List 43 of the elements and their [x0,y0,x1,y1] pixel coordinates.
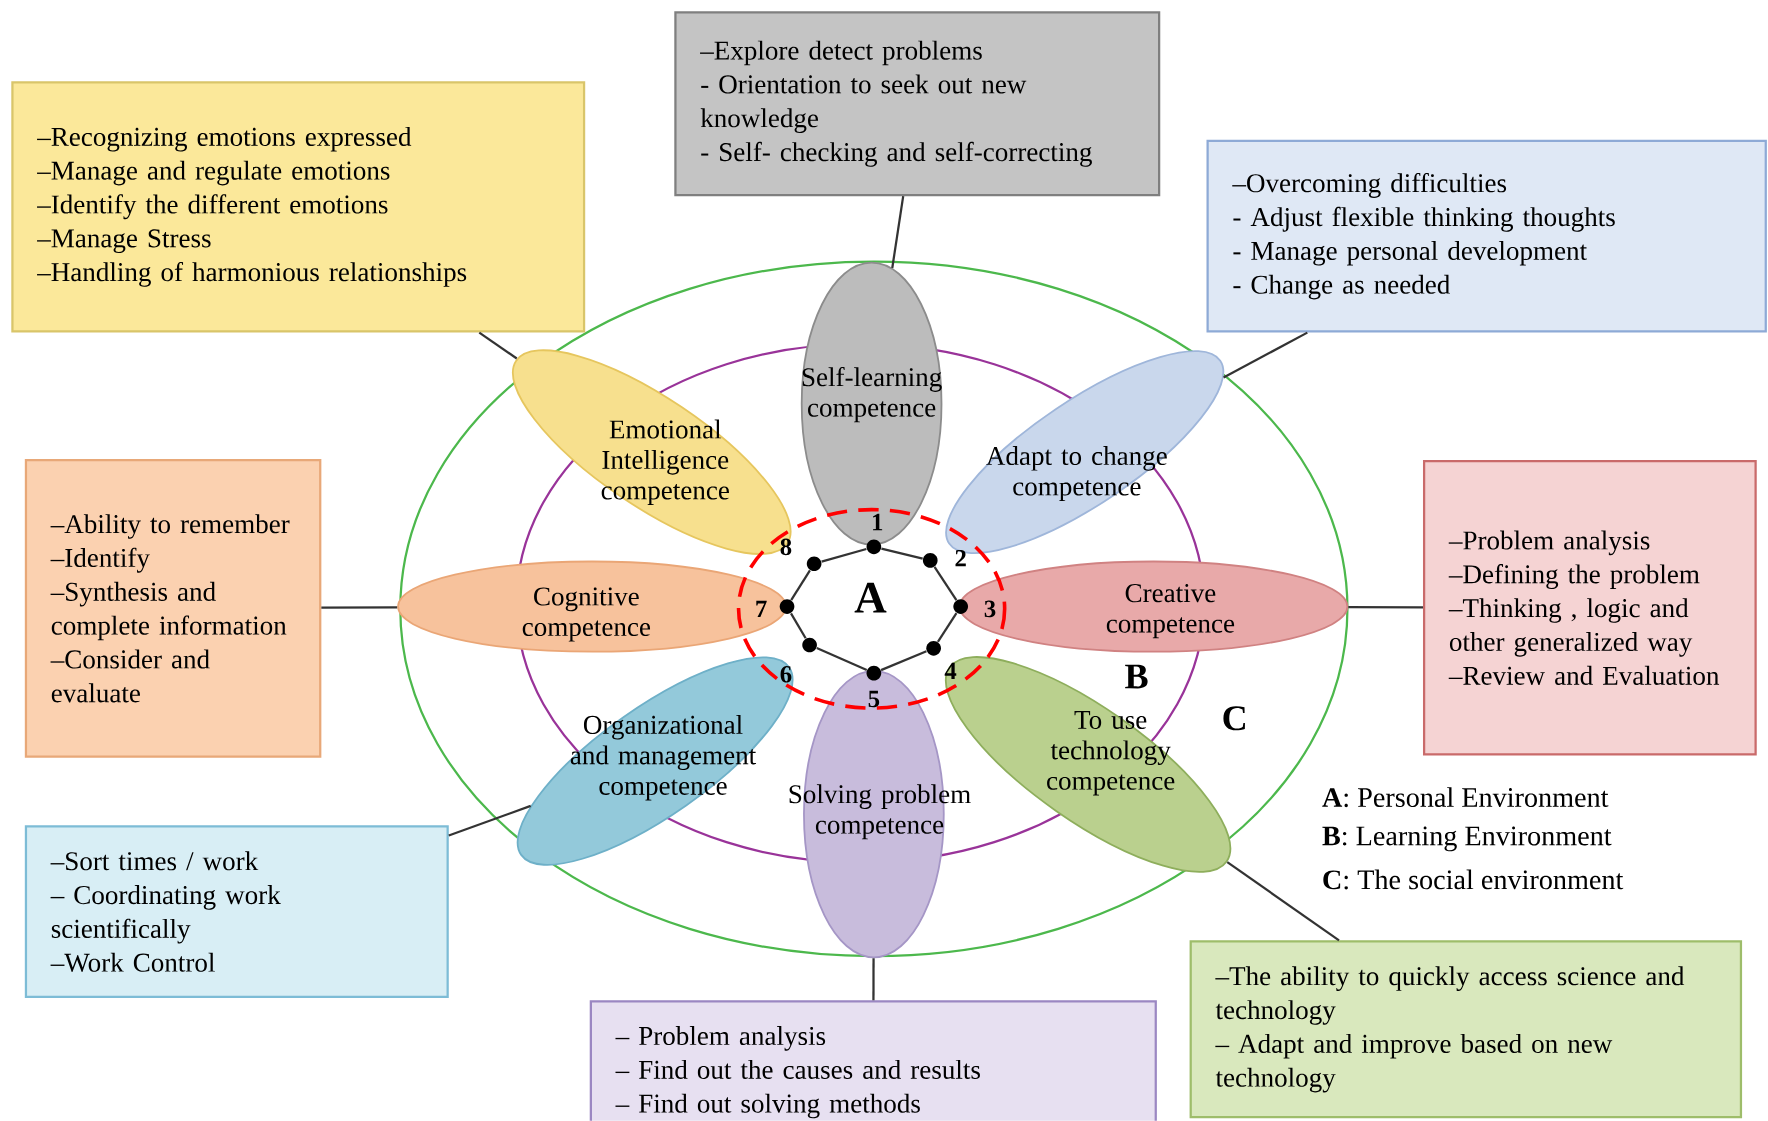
dot [926,641,941,656]
callout-box: –The ability to quickly access science and technology – Adapt and improve based on new technology [1189,940,1743,1119]
dot [922,553,938,568]
number-label: 4 [944,662,957,680]
number-label: 1 [873,513,883,531]
callout-box: –Sort times / work – Coordinating work scientifically –Work Control [24,825,449,998]
letter-label: C [1223,706,1245,731]
connector-line [933,566,958,601]
connector-line [881,547,923,560]
legend-text: C: The social environment [1323,869,1624,890]
dot [866,539,882,555]
dot [802,637,817,653]
leader-line [478,331,518,360]
callout-box: –Explore detect problems - Orientation to seek out new knowledge - Self- checking and self-correcting [674,11,1161,197]
leader-line [321,606,398,609]
legend-text: B: Learning Environment [1322,826,1612,852]
dot [779,599,795,615]
number-label: 5 [868,690,880,708]
leader-line [1226,861,1340,942]
letter-label: A [854,582,887,613]
connector-line [880,650,927,672]
callout-box: –Recognizing emotions expressed –Manage and regulate emotions –Identify the different emotions –Manage Stress –Handling of harmonious relationships [11,81,586,333]
dot [953,599,968,615]
number-label: 3 [984,600,996,618]
connector-line [821,548,867,563]
legend-text: A: Personal Environment [1322,787,1609,808]
connector-line [936,612,958,643]
number-label: 7 [756,600,767,618]
leader-line [872,958,875,1001]
callout-box: –Problem analysis –Defining the problem –Thinking , logic and other generalized way –Review and Evaluation [1422,460,1757,756]
connector-line [790,569,811,601]
dot [806,556,822,572]
dot [866,665,882,681]
number-label: 6 [780,666,792,683]
connector-line [790,612,807,639]
callout-box: –Ability to remember –Identify –Synthesis and complete information –Consider and evaluate [24,459,322,758]
callout-box: – Problem analysis – Find out the causes and results – Find out solving methods [589,1000,1157,1121]
leader-line [448,804,532,837]
connector-line [816,647,868,672]
callout-box: –Overcoming difficulties - Adjust flexible thinking thoughts - Manage personal development - Change as needed [1206,139,1767,333]
letter-label: B [1125,664,1148,689]
leader-line [1348,606,1423,609]
leader-line [891,196,905,269]
